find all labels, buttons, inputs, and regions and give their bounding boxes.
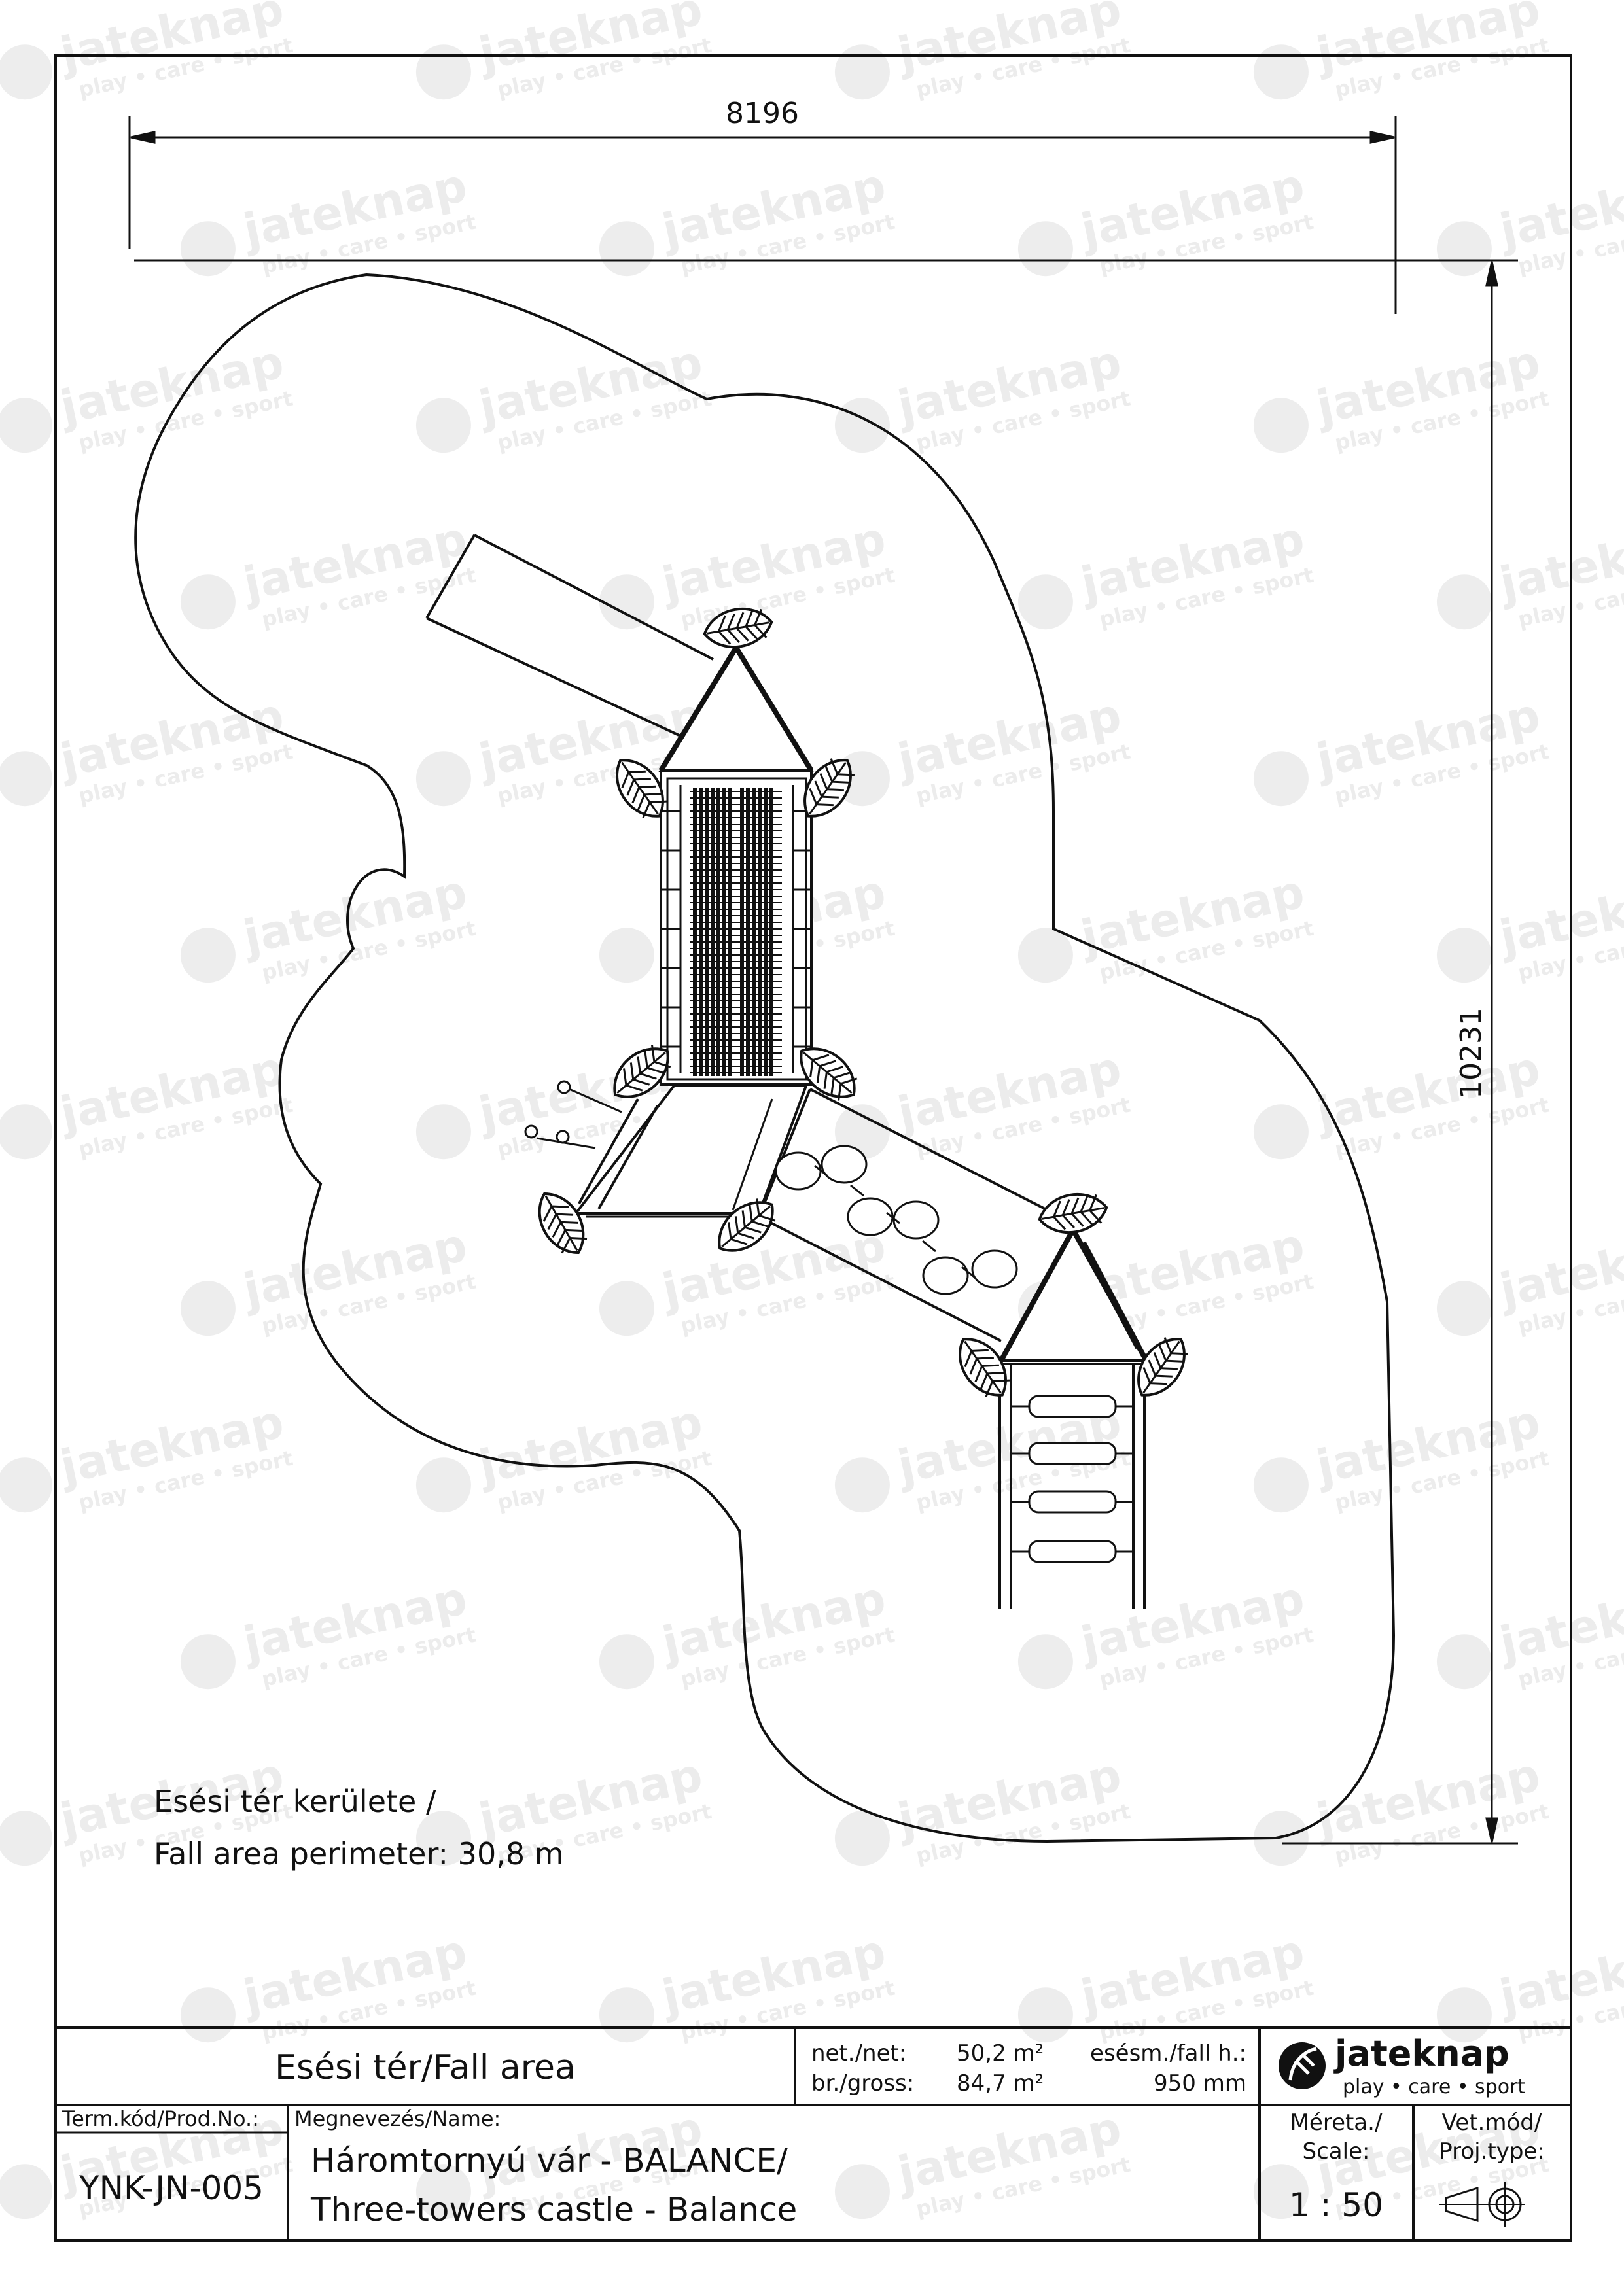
ladder-rung (1028, 1490, 1117, 1514)
ladder-rung (1028, 1442, 1117, 1465)
product-name-en: Three-towers castle - Balance (310, 2191, 797, 2229)
width-dimension (128, 116, 1397, 314)
ladder-rung (1028, 1540, 1117, 1563)
leaf-ornament (616, 759, 667, 818)
leaf-ornament (613, 1045, 671, 1098)
height-dimension (134, 259, 1518, 1845)
width-dimension-label: 8196 (726, 97, 799, 130)
prod-no-value: YNK-JN-005 (79, 2169, 264, 2207)
playground-structure (425, 534, 1189, 1609)
bridge-ring (775, 1151, 822, 1191)
gross-area-value: 84,7 m² (957, 2070, 1044, 2096)
leaf-ornament (718, 1198, 776, 1252)
bridge-ring (847, 1197, 894, 1236)
gross-area-label: br./gross: (811, 2070, 914, 2096)
ring-bridge (758, 1088, 1080, 1342)
leaf-ornament (800, 1047, 858, 1101)
leaf-ornament (703, 607, 773, 649)
logo-tagline-text: play • care • sport (1343, 2076, 1525, 2098)
slide (425, 534, 714, 737)
spinner-handles (524, 1080, 622, 1149)
scale-value: 1 : 50 (1289, 2186, 1383, 2224)
fall-area-title: Esési tér/Fall area (275, 2048, 576, 2087)
tower-top (658, 645, 814, 1086)
ladder-rung (1028, 1395, 1117, 1418)
leaf-ornament (1137, 1337, 1189, 1397)
title-block (56, 2026, 1571, 2240)
fall-height-label: esésm./fall h.: (1090, 2040, 1246, 2066)
fall-area-perimeter-label: Esési tér kerülete / (154, 1784, 436, 1819)
fall-area-perimeter-value: Fall area perimeter: 30,8 m (154, 1836, 564, 1871)
product-name-hu: Háromtornyú vár - BALANCE/ (311, 2142, 788, 2180)
fall-area-outline (134, 273, 1396, 1843)
fall-height-value: 950 mm (1154, 2070, 1246, 2096)
projection-type-label: Vet.mód/ (1442, 2110, 1542, 2136)
bridge-ring (892, 1200, 940, 1240)
tower-bottom (998, 1226, 1149, 1609)
first-angle-projection-icon (1439, 2182, 1525, 2227)
leaf-ornament (1038, 1192, 1108, 1234)
brand-logo: jateknap play • care • sport (1279, 2033, 1525, 2098)
bridge-ring (821, 1145, 868, 1184)
leaf-ornament (538, 1192, 588, 1255)
drawing-frame (54, 54, 1572, 2242)
leaf-ornament (803, 758, 855, 818)
leaf-ornament (959, 1338, 1010, 1397)
scale-label: Méreta./ (1290, 2110, 1383, 2136)
central-platform (573, 1085, 808, 1218)
projection-type-label-en: Proj.type: (1439, 2138, 1545, 2165)
bridge-ring (971, 1249, 1018, 1289)
tower-top-side-rungs (661, 810, 811, 1048)
height-dimension-label: 10231 (1455, 1007, 1488, 1099)
net-area-label: net./net: (811, 2040, 906, 2066)
logo-brand-text: jateknap (1333, 2033, 1509, 2074)
bridge-ring (922, 1256, 969, 1295)
name-label: Megnevezés/Name: (294, 2106, 501, 2131)
net-area-value: 50,2 m² (957, 2040, 1044, 2066)
prod-no-label: Term.kód/Prod.No.: (62, 2106, 259, 2131)
scale-label-en: Scale: (1303, 2138, 1370, 2165)
